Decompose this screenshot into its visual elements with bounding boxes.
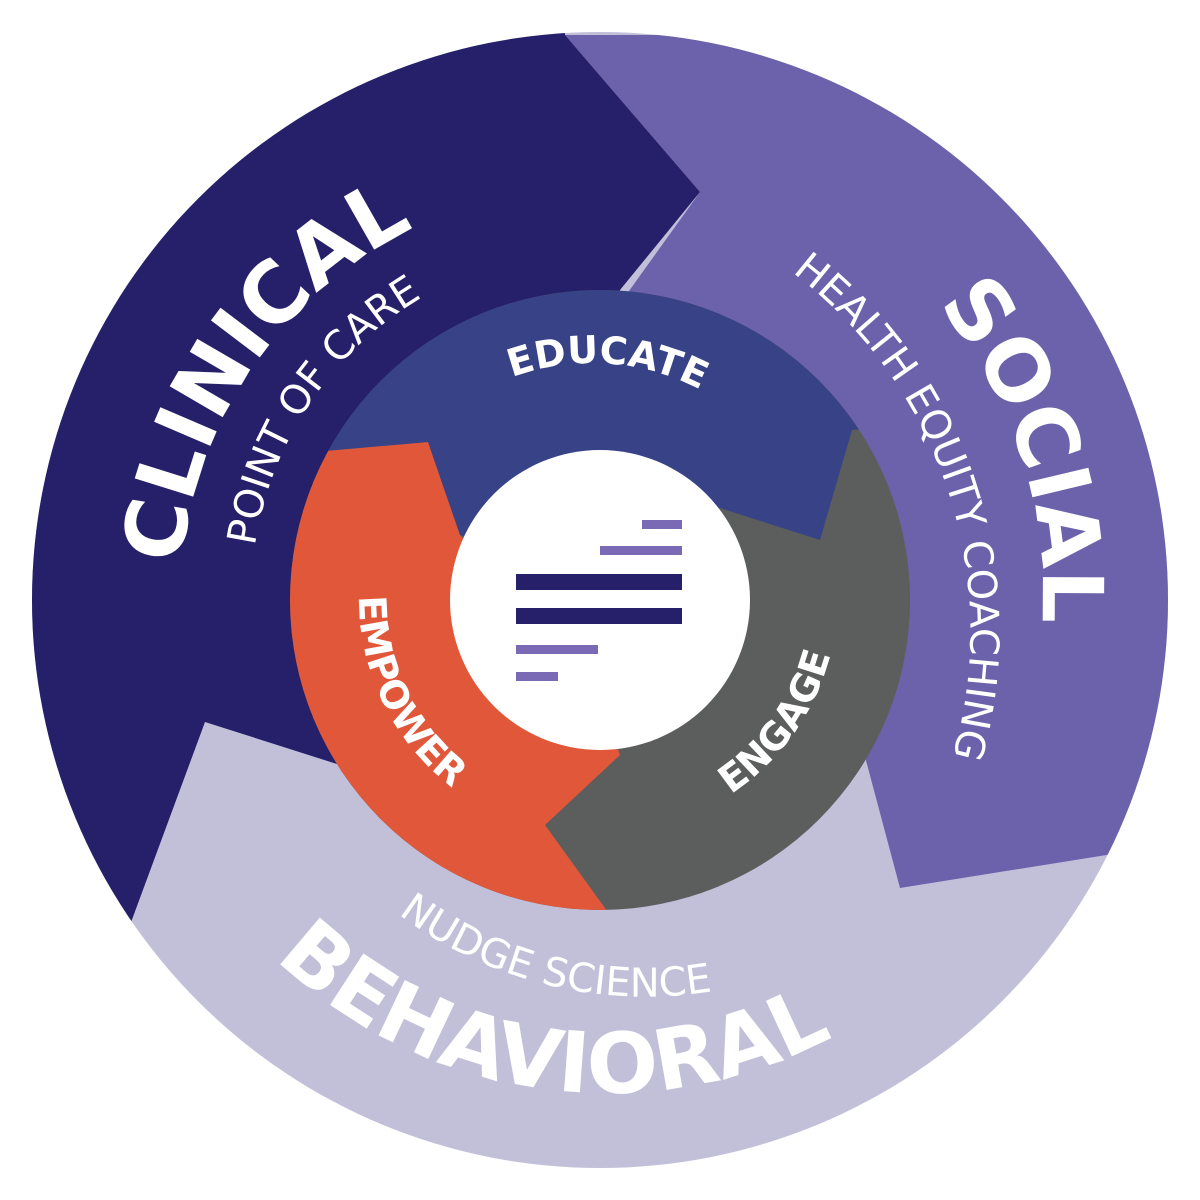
- educate-segment: [290, 290, 910, 560]
- bars-logo-icon: [516, 520, 682, 681]
- inner-ring: [290, 290, 910, 910]
- center-circle: [450, 450, 750, 750]
